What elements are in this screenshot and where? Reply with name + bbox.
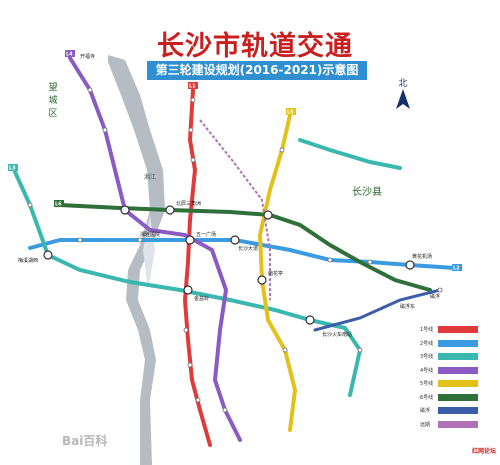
- legend-label: 1号线: [420, 327, 434, 334]
- area-wangcheng: 望城区: [48, 83, 58, 119]
- line-tag-3: L3: [9, 166, 16, 172]
- station-node[interactable]: [230, 235, 240, 245]
- legend-label: 5号线: [420, 381, 434, 388]
- station-node[interactable]: [367, 259, 373, 265]
- station-node[interactable]: [263, 210, 273, 220]
- legend-swatch: [438, 420, 478, 428]
- north-arrow-icon: [396, 89, 410, 109]
- legend-label: 磁浮: [420, 408, 431, 415]
- station-node[interactable]: [257, 275, 267, 285]
- legend-row: 磁浮: [420, 404, 484, 418]
- legend-swatch: [438, 339, 478, 347]
- line-1: [182, 88, 212, 447]
- station-node[interactable]: [77, 237, 83, 243]
- station-label: 长沙火车南站: [322, 331, 352, 338]
- future-line: [199, 119, 271, 300]
- maglev-line: [313, 288, 442, 332]
- watermark: Bai百科: [62, 434, 108, 448]
- station-label: 湘雅医院: [140, 231, 160, 238]
- station-node[interactable]: [222, 407, 228, 413]
- legend-row: 远期: [420, 418, 484, 432]
- station-node[interactable]: [183, 285, 193, 295]
- station-label: 开福寺: [80, 53, 95, 60]
- line-tag-5: L5: [287, 110, 294, 116]
- station-label: 磁浮东: [400, 303, 415, 310]
- station-node[interactable]: [190, 97, 196, 103]
- station-node[interactable]: [282, 347, 288, 353]
- station-node[interactable]: [165, 205, 175, 215]
- transfer-stations: [43, 205, 415, 325]
- line-tag-6: L6: [55, 202, 62, 208]
- station-label: 长沙大道: [238, 245, 258, 252]
- legend-swatch: [438, 326, 478, 334]
- line-tags: L1 L2 L3 L4 L5 L6: [8, 50, 462, 272]
- station-node[interactable]: [120, 205, 130, 215]
- legend: 1号线 2号线 3号线 4号线 5号线 6号线磁浮远期: [420, 323, 484, 431]
- area-changsha-county: 长沙县: [352, 187, 382, 198]
- legend-row: 6号线: [420, 391, 484, 405]
- station-node[interactable]: [357, 347, 363, 353]
- station-node[interactable]: [188, 127, 194, 133]
- line-tag-2: L2: [453, 266, 460, 272]
- station-label: 磁浮: [430, 293, 440, 300]
- legend-row: 5号线: [420, 377, 484, 391]
- ordinary-stations: [27, 87, 443, 413]
- line-2: [28, 238, 457, 270]
- station-node[interactable]: [183, 327, 189, 333]
- legend-label: 3号线: [420, 354, 434, 361]
- legend-row: 1号线: [420, 323, 484, 337]
- legend-swatch: [438, 380, 478, 388]
- station-node[interactable]: [43, 250, 53, 260]
- legend-label: 远期: [420, 421, 431, 428]
- station-node[interactable]: [437, 287, 443, 293]
- legend-label: 2号线: [420, 340, 434, 347]
- station-node[interactable]: [185, 235, 195, 245]
- legend-label: 4号线: [420, 367, 434, 374]
- station-label: 梅溪湖西: [18, 257, 38, 264]
- map-subtitle: 第三轮建设规划(2016-2021)示意图: [147, 61, 367, 80]
- river-island: [143, 215, 155, 290]
- station-node[interactable]: [190, 157, 196, 163]
- station-node[interactable]: [102, 127, 108, 133]
- legend-swatch: [438, 366, 478, 374]
- station-node[interactable]: [405, 260, 415, 270]
- legend-label: 6号线: [420, 394, 434, 401]
- station-label: 金盆岭: [194, 295, 209, 302]
- station-node[interactable]: [195, 397, 201, 403]
- station-node[interactable]: [279, 147, 285, 153]
- station-label: 五一广场: [196, 231, 216, 238]
- station-label: 黄花机场: [412, 253, 432, 260]
- line-tag-4: L4: [66, 52, 73, 58]
- xiangjiang-river: [108, 55, 165, 465]
- station-label: 北辰三角洲: [176, 200, 201, 207]
- compass: 北: [392, 76, 414, 113]
- area-xiangjiang: 湘江: [144, 174, 157, 181]
- station-node[interactable]: [187, 362, 193, 368]
- legend-row: 3号线: [420, 350, 484, 364]
- station-node[interactable]: [137, 237, 143, 243]
- line-4: [68, 56, 242, 442]
- legend-row: 2号线: [420, 337, 484, 351]
- station-node[interactable]: [87, 87, 93, 93]
- station-label: 雨花亭: [268, 270, 283, 277]
- legend-swatch: [438, 353, 478, 361]
- line-6: [58, 203, 432, 292]
- line-tag-1: L1: [189, 84, 196, 90]
- legend-swatch: [438, 393, 478, 401]
- legend-row: 4号线: [420, 364, 484, 378]
- station-node[interactable]: [305, 315, 315, 325]
- station-node[interactable]: [27, 202, 33, 208]
- line-3-north: [298, 138, 402, 170]
- footer-source: 红网论坛: [472, 448, 497, 455]
- line-3: [13, 170, 363, 397]
- station-labels: 开福寺 五一广场 湘雅医院 长沙火车南站 黄花机场 梅溪湖西 雨花亭 金盆岭 长…: [18, 53, 440, 338]
- legend-swatch: [438, 407, 478, 415]
- compass-label: 北: [398, 79, 408, 89]
- station-node[interactable]: [327, 257, 333, 263]
- map-title: 长沙市轨道交通: [157, 31, 353, 62]
